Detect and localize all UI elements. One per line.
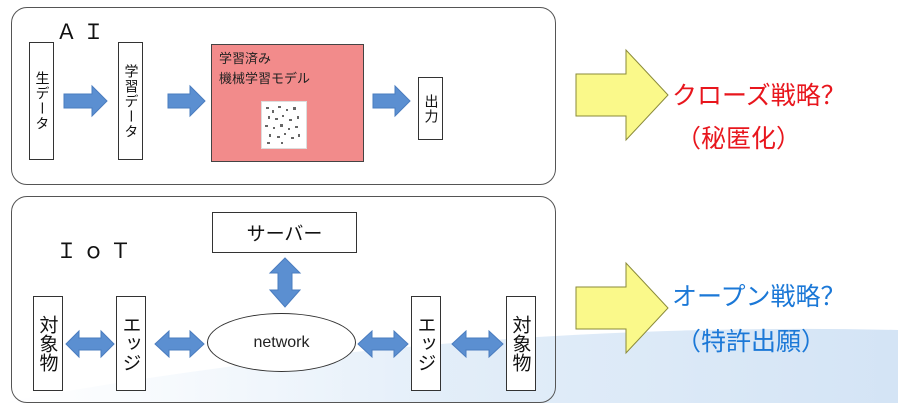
right-object-box: 対象物 [506,296,536,391]
left-edge-label: エッジ [119,315,142,372]
model-line-1: 学習済み [219,52,272,67]
noise-pattern-icon [265,106,300,144]
server-label: サーバー [246,223,323,245]
arrow-model-to-output [372,84,411,118]
yellow-arrow-closed [575,48,669,142]
closed-strategy-title: クローズ戦略？ [672,81,846,110]
arrow-network-edge-right [357,329,409,359]
network-ellipse: network [207,313,356,372]
arrow-object-edge-left [65,329,115,359]
model-line-2: 機械学習モデル [219,72,311,87]
iot-label: ＩｏＴ [56,239,137,263]
left-object-label: 対象物 [36,315,59,372]
arrow-raw-to-training [63,84,108,118]
arrow-edge-network-left [154,329,205,359]
network-label: network [253,333,310,351]
yellow-arrow-open [575,261,669,355]
server-box: サーバー [212,212,357,253]
closed-strategy-subtitle: （秘匿化） [676,124,802,153]
right-object-label: 対象物 [509,315,532,372]
arrow-server-network [268,257,302,308]
raw-data-box: 生データ [29,42,54,160]
open-strategy-subtitle: （特許出願） [676,327,827,356]
right-edge-box: エッジ [411,296,441,391]
trained-model-box: 学習済み 機械学習モデル [211,44,364,162]
open-strategy-title: オープン戦略？ [672,282,846,311]
arrow-edge-object-right [451,329,504,359]
raw-data-label: 生データ [33,71,50,131]
ai-panel [11,7,556,185]
output-label: 出力 [422,93,439,124]
arrow-training-to-model [167,84,206,118]
output-box: 出力 [418,77,443,140]
ai-label: ＡＩ [56,20,110,44]
left-edge-box: エッジ [116,296,146,391]
model-thumbnail-image [261,101,307,149]
training-data-label: 学習データ [122,63,139,139]
right-edge-label: エッジ [414,315,437,372]
training-data-box: 学習データ [118,42,143,160]
left-object-box: 対象物 [33,296,63,391]
